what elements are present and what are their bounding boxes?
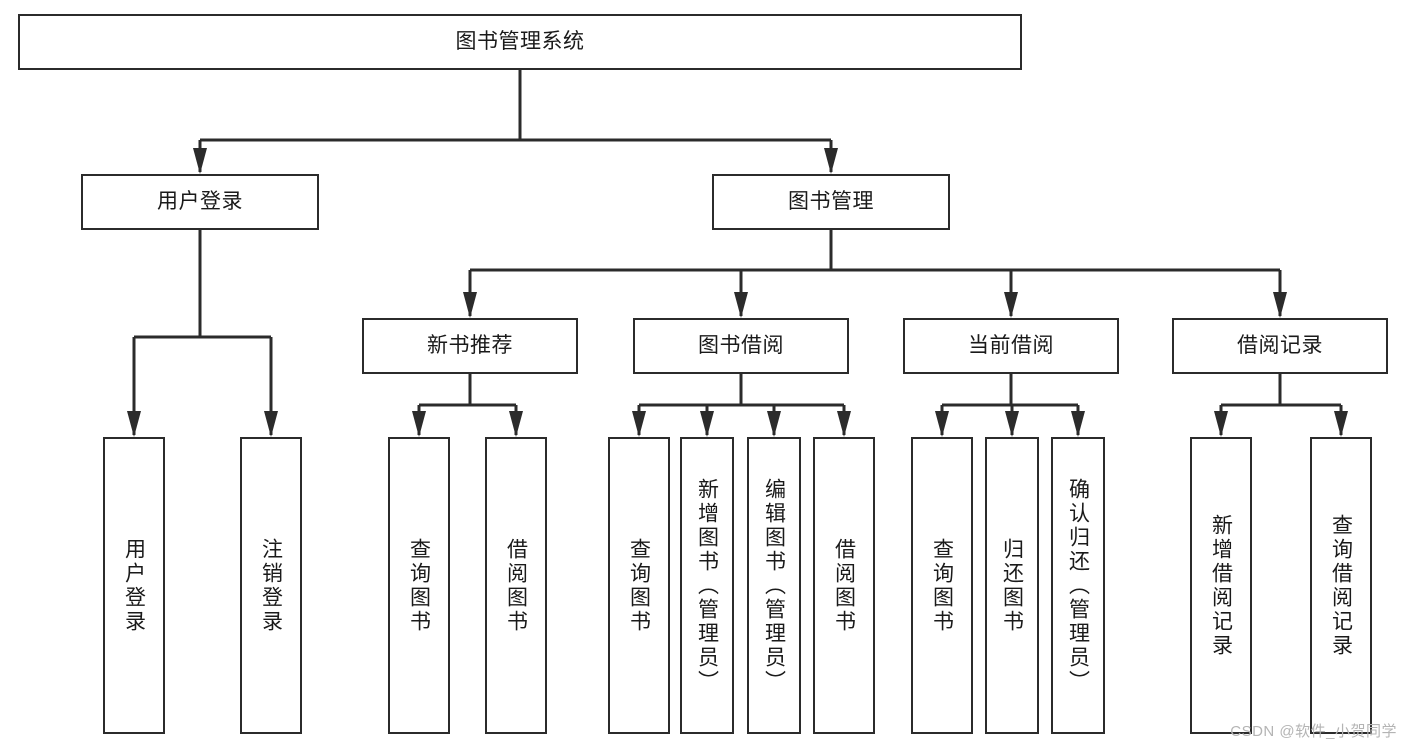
node-label-leaf-return-book: 归还图书 <box>1000 537 1024 634</box>
node-label-leaf-logout: 注销登录 <box>259 537 283 634</box>
arrow-icon-user-login-to-leaves-1 <box>264 411 278 437</box>
node-label-book-borrow: 图书借阅 <box>698 333 784 357</box>
arrow-icon-root-to-level1-1 <box>824 148 838 174</box>
node-label-leaf-confirm-return: 确认归还（管理员） <box>1066 477 1090 694</box>
node-label-leaf-query-record: 查询借阅记录 <box>1329 513 1353 658</box>
arrow-icon-book-manage-to-level2-0 <box>463 292 477 318</box>
arrow-icon-current-borrow-to-leaves-0 <box>935 411 949 437</box>
arrow-icon-user-login-to-leaves-0 <box>127 411 141 437</box>
node-leaf-query-book-3[interactable]: 查询图书 <box>911 437 973 734</box>
node-label-leaf-user-login: 用户登录 <box>122 537 146 634</box>
node-leaf-confirm-return[interactable]: 确认归还（管理员） <box>1051 437 1105 734</box>
node-leaf-borrow-book-2[interactable]: 借阅图书 <box>813 437 875 734</box>
arrow-icon-book-borrow-to-leaves-2 <box>767 411 781 437</box>
node-leaf-return-book[interactable]: 归还图书 <box>985 437 1039 734</box>
node-new-book-recommend[interactable]: 新书推荐 <box>362 318 578 374</box>
arrow-icon-book-manage-to-level2-1 <box>734 292 748 318</box>
node-label-leaf-query-book-2: 查询图书 <box>627 537 651 634</box>
node-book-manage[interactable]: 图书管理 <box>712 174 950 230</box>
node-leaf-edit-book[interactable]: 编辑图书（管理员） <box>747 437 801 734</box>
node-label-leaf-edit-book: 编辑图书（管理员） <box>762 477 786 694</box>
node-label-new-book-recommend: 新书推荐 <box>427 333 513 357</box>
node-label-borrow-record: 借阅记录 <box>1237 333 1323 357</box>
node-root[interactable]: 图书管理系统 <box>18 14 1022 70</box>
node-leaf-add-book[interactable]: 新增图书（管理员） <box>680 437 734 734</box>
node-leaf-borrow-book-1[interactable]: 借阅图书 <box>485 437 547 734</box>
arrow-icon-book-borrow-to-leaves-0 <box>632 411 646 437</box>
node-label-root: 图书管理系统 <box>455 29 585 53</box>
node-label-leaf-add-record: 新增借阅记录 <box>1209 513 1233 658</box>
arrow-icon-root-to-level1-0 <box>193 148 207 174</box>
node-label-user-login: 用户登录 <box>157 189 243 213</box>
node-label-leaf-query-book-1: 查询图书 <box>407 537 431 634</box>
arrow-icon-new-book-recommend-to-leaves-1 <box>509 411 523 437</box>
node-book-borrow[interactable]: 图书借阅 <box>633 318 849 374</box>
arrow-icon-borrow-record-to-leaves-1 <box>1334 411 1348 437</box>
arrow-icon-borrow-record-to-leaves-0 <box>1214 411 1228 437</box>
node-leaf-add-record[interactable]: 新增借阅记录 <box>1190 437 1252 734</box>
arrow-icon-new-book-recommend-to-leaves-0 <box>412 411 426 437</box>
node-leaf-logout[interactable]: 注销登录 <box>240 437 302 734</box>
node-current-borrow[interactable]: 当前借阅 <box>903 318 1119 374</box>
node-label-book-manage: 图书管理 <box>788 189 874 213</box>
arrow-icon-current-borrow-to-leaves-1 <box>1005 411 1019 437</box>
node-leaf-query-record[interactable]: 查询借阅记录 <box>1310 437 1372 734</box>
node-label-current-borrow: 当前借阅 <box>968 333 1054 357</box>
arrow-icon-book-borrow-to-leaves-1 <box>700 411 714 437</box>
arrow-icon-current-borrow-to-leaves-2 <box>1071 411 1085 437</box>
arrow-icon-book-manage-to-level2-3 <box>1273 292 1287 318</box>
node-leaf-user-login[interactable]: 用户登录 <box>103 437 165 734</box>
node-label-leaf-add-book: 新增图书（管理员） <box>695 477 719 694</box>
arrow-icon-book-borrow-to-leaves-3 <box>837 411 851 437</box>
node-label-leaf-borrow-book-2: 借阅图书 <box>832 537 856 634</box>
node-user-login[interactable]: 用户登录 <box>81 174 319 230</box>
node-label-leaf-query-book-3: 查询图书 <box>930 537 954 634</box>
node-leaf-query-book-2[interactable]: 查询图书 <box>608 437 670 734</box>
node-borrow-record[interactable]: 借阅记录 <box>1172 318 1388 374</box>
arrow-icon-book-manage-to-level2-2 <box>1004 292 1018 318</box>
node-label-leaf-borrow-book-1: 借阅图书 <box>504 537 528 634</box>
node-leaf-query-book-1[interactable]: 查询图书 <box>388 437 450 734</box>
